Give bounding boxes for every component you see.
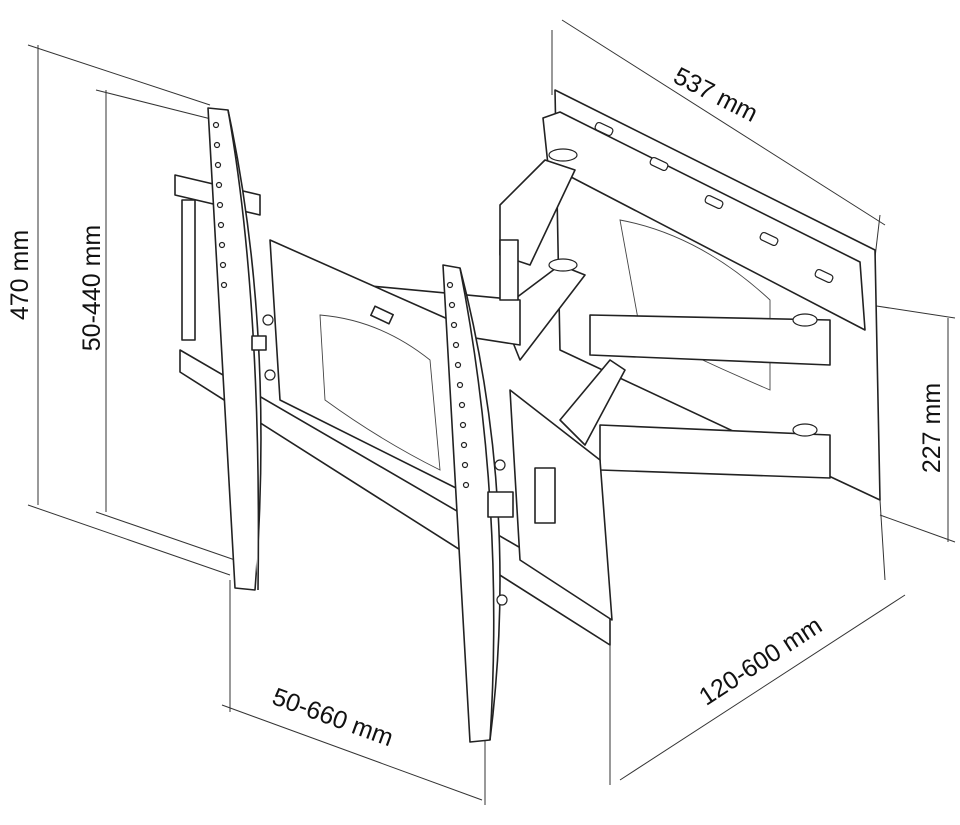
tv-frame bbox=[174, 174, 613, 646]
label-total-height: 470 mm bbox=[6, 230, 34, 320]
dimension-lines bbox=[27, 19, 956, 805]
label-vesa-vertical: 50-440 mm bbox=[78, 225, 106, 351]
wall-plate bbox=[542, 89, 881, 501]
vertical-brackets bbox=[207, 107, 514, 743]
label-extension: 120-600 mm bbox=[694, 611, 827, 711]
label-wall-plate-height: 227 mm bbox=[918, 383, 946, 473]
label-vesa-horizontal: 50-660 mm bbox=[269, 683, 397, 753]
